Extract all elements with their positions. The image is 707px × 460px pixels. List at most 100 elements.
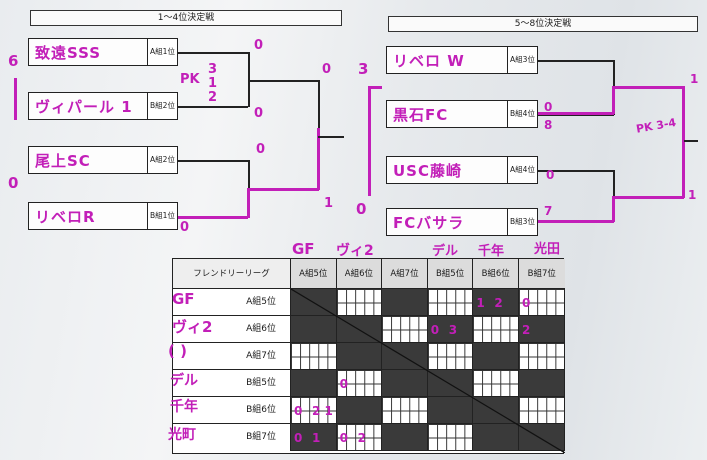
league-cell <box>291 370 337 397</box>
score-mark: 0 <box>294 404 303 418</box>
team-slot-box: 致遠SSS A組1位 <box>28 38 178 66</box>
winner-line <box>247 188 250 218</box>
league-cell <box>427 397 474 424</box>
team-name: ヴィパール 1 <box>35 98 133 116</box>
team-name: 尾上SC <box>35 152 91 170</box>
column-header: B組7位 <box>519 259 565 289</box>
league-cell <box>427 424 474 451</box>
row-header: A組5位 <box>173 289 291 316</box>
league-cell <box>382 316 428 343</box>
bracket-line <box>248 160 250 190</box>
score-mark: 3 <box>208 62 218 77</box>
winner-line <box>682 86 685 198</box>
team-seed-label: B組2位 <box>147 93 177 119</box>
row-header: A組6位 <box>173 316 291 343</box>
column-note: 千年 <box>478 244 505 259</box>
right-bracket-title: 5〜8位決定戦 <box>388 16 698 32</box>
score-mark: 1 <box>312 431 321 445</box>
team-seed-label: B組4位 <box>507 101 537 127</box>
league-cell <box>382 370 428 397</box>
score-mark: 0 <box>180 220 190 235</box>
score-mark: 1 <box>208 76 218 91</box>
league-cell <box>519 370 565 397</box>
league-cell <box>519 289 565 316</box>
league-cell <box>382 289 428 316</box>
column-header: B組6位 <box>473 259 519 289</box>
bracket-line <box>248 80 318 82</box>
team-name: 黒石FC <box>393 106 449 124</box>
row-note: ヴィ2 <box>172 318 213 336</box>
row-note: 千年 <box>170 399 198 415</box>
handwritten-bracket-mark <box>14 78 17 120</box>
league-cell <box>427 370 474 397</box>
score-mark: 2 <box>494 296 503 310</box>
team-slot-box: ヴィパール 1 B組2位 <box>28 92 178 120</box>
score-mark: 0 <box>322 62 332 77</box>
league-cell <box>336 370 383 397</box>
score-mark: 0 <box>356 200 367 218</box>
league-cell <box>382 424 428 451</box>
league-cell <box>519 397 565 424</box>
score-mark: 0 <box>339 377 348 391</box>
league-cell <box>519 343 565 370</box>
row-header: B組7位 <box>173 424 291 451</box>
bracket-line <box>248 52 250 107</box>
column-header: A組7位 <box>382 259 428 289</box>
league-cell <box>427 289 474 316</box>
league-cell <box>473 316 519 343</box>
team-seed-label: A組4位 <box>507 157 537 183</box>
column-note: デル <box>432 244 459 259</box>
league-cell <box>291 343 337 370</box>
team-seed-label: B組3位 <box>507 209 537 235</box>
diagonal-line <box>291 289 565 453</box>
bracket-line <box>178 160 248 162</box>
score-mark: 8 <box>544 118 553 132</box>
team-name: リベロ W <box>393 52 465 70</box>
score-mark: 1 <box>690 72 699 86</box>
column-header: A組5位 <box>291 259 337 289</box>
score-mark: 0 <box>254 106 264 121</box>
winner-line <box>247 188 319 191</box>
league-cell <box>291 424 337 451</box>
team-name: USC藤崎 <box>393 162 462 180</box>
winner-line <box>612 196 615 222</box>
column-note: 光田 <box>534 242 561 257</box>
team-slot-box: USC藤崎 A組4位 <box>386 156 538 184</box>
left-bracket-title: 1〜4位決定戦 <box>30 10 342 26</box>
winner-line <box>612 86 615 114</box>
score-mark: 2 1 <box>312 404 333 418</box>
league-cell <box>473 370 519 397</box>
score-mark: 2 <box>522 323 531 337</box>
row-header: B組6位 <box>173 397 291 424</box>
score-mark: 3 <box>358 60 369 78</box>
score-mark: 0 <box>339 431 348 445</box>
league-cell <box>336 343 383 370</box>
league-cell <box>336 424 383 451</box>
row-note: デル <box>170 373 198 389</box>
score-mark: 0 <box>294 431 303 445</box>
score-mark: 3 <box>448 323 458 337</box>
winner-line <box>612 86 684 89</box>
score-mark: 0 <box>8 174 19 192</box>
team-seed-label: A組2位 <box>147 147 177 173</box>
pk-label: PK <box>180 72 200 87</box>
row-note: GF <box>172 290 195 308</box>
score-mark: 7 <box>544 204 553 218</box>
league-cell <box>427 316 474 343</box>
score-mark: 0 <box>430 323 440 337</box>
team-slot-box: 尾上SC A組2位 <box>28 146 178 174</box>
league-cell <box>336 289 383 316</box>
row-note: ( ) <box>168 342 187 360</box>
friendly-league-table: フレンドリーリーグ A組5位 A組6位 A組7位 B組5位 B組6位 B組7位 … <box>172 258 565 454</box>
row-header: A組7位 <box>173 343 291 370</box>
winner-line <box>317 128 320 190</box>
score-mark: 1 <box>688 188 697 202</box>
team-slot-box: リベロR B組1位 <box>28 202 178 230</box>
league-cell <box>473 289 519 316</box>
score-mark: 0 <box>546 168 555 182</box>
score-mark: 6 <box>8 52 19 70</box>
team-slot-box: リベロ W A組3位 <box>386 46 538 74</box>
row-header: B組5位 <box>173 370 291 397</box>
bracket-line <box>178 106 248 108</box>
column-header: A組6位 <box>336 259 383 289</box>
